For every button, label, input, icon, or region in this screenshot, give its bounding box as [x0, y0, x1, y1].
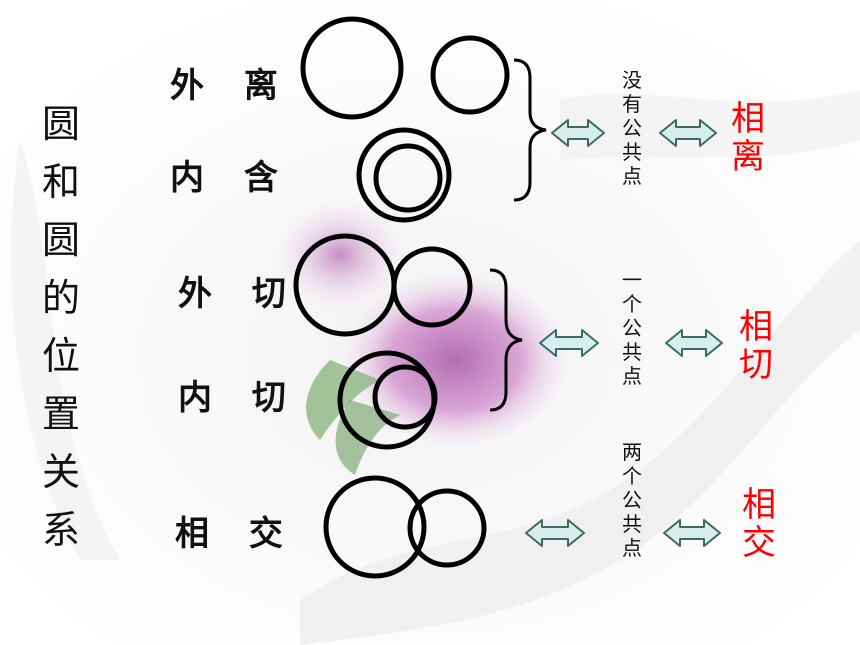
leaf-icon	[306, 360, 380, 440]
vertical-char: 位	[41, 334, 80, 378]
brace-icon	[513, 58, 547, 202]
vertical-char: 点	[622, 364, 642, 388]
double-arrow-icon	[659, 119, 717, 147]
vertical-char: 切	[739, 345, 773, 385]
common-points-none: 没有公共点	[618, 68, 646, 188]
double-arrow-icon	[665, 329, 723, 357]
vertical-char: 圆	[41, 218, 80, 262]
circle	[356, 127, 452, 223]
circles-external-separate	[300, 16, 510, 120]
double-arrow-icon	[539, 329, 599, 357]
vertical-char: 公	[622, 116, 642, 140]
vertical-char: 相	[739, 307, 773, 347]
double-arrow-icon	[551, 119, 605, 147]
label-internal-contain: 内 含	[170, 158, 292, 198]
circle	[323, 475, 427, 579]
circles-internal-contain	[356, 127, 452, 223]
rose-flower	[345, 275, 565, 445]
circles-internal-tangent	[337, 350, 438, 450]
result-intersect: 相交	[737, 486, 781, 562]
vertical-char: 点	[622, 536, 642, 560]
label-external-separate: 外 离	[170, 66, 292, 106]
vertical-char: 的	[41, 276, 80, 320]
vertical-char: 共	[622, 512, 642, 536]
label-intersect: 相 交	[175, 514, 297, 554]
circle	[430, 35, 510, 115]
brace-icon	[489, 268, 523, 412]
circles-intersect	[323, 475, 487, 579]
vertical-char: 交	[742, 523, 776, 563]
vertical-char: 一	[622, 268, 642, 292]
vertical-char: 两	[622, 440, 642, 464]
vertical-char: 公	[622, 488, 642, 512]
label-external-tangent: 外 切	[178, 274, 300, 314]
vertical-char: 离	[731, 137, 765, 177]
vertical-char: 圆	[41, 102, 80, 146]
rose-bud	[275, 200, 405, 310]
label-internal-tangent: 内 切	[178, 378, 300, 418]
circle	[372, 364, 438, 430]
vertical-char: 共	[622, 340, 642, 364]
slide-title: 圆和圆的位置关系	[36, 95, 86, 559]
vertical-char: 公	[622, 316, 642, 340]
circles-external-tangent	[293, 233, 473, 337]
vertical-char: 个	[622, 292, 642, 316]
result-separate: 相离	[726, 100, 770, 176]
vertical-char: 和	[41, 160, 80, 204]
vertical-char: 相	[731, 99, 765, 139]
vertical-char: 个	[622, 464, 642, 488]
result-tangent: 相切	[734, 308, 778, 384]
circle	[407, 488, 487, 568]
double-arrow-icon	[525, 519, 585, 547]
circle	[373, 143, 443, 213]
double-arrow-icon	[663, 519, 721, 547]
vertical-char: 相	[742, 485, 776, 525]
circle	[300, 16, 404, 120]
vertical-char: 共	[622, 140, 642, 164]
common-points-two: 两个公共点	[618, 440, 646, 560]
vertical-char: 系	[41, 508, 80, 552]
vertical-char: 置	[41, 392, 80, 436]
vertical-char: 关	[41, 450, 80, 494]
vertical-char: 点	[622, 164, 642, 188]
circle	[391, 246, 473, 328]
vertical-char: 有	[622, 92, 642, 116]
common-points-one: 一个公共点	[618, 268, 646, 388]
vertical-char: 没	[622, 68, 642, 92]
